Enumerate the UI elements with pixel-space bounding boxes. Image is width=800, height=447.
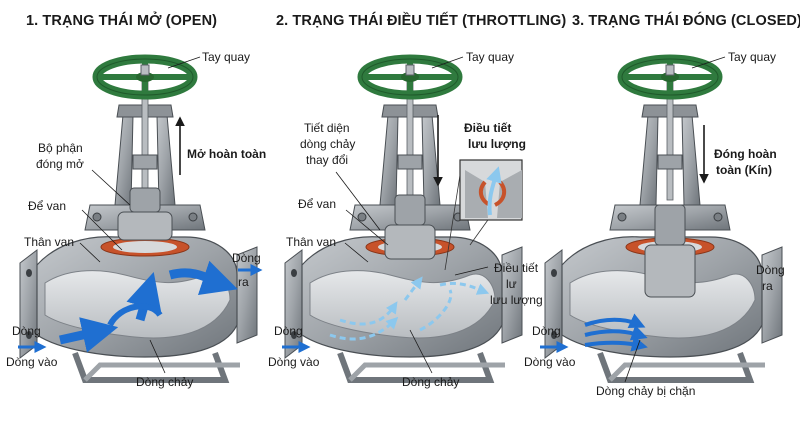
panel-2-title: 2. TRẠNG THÁI ĐIỀU TIẾT (THROTTLING) [276, 12, 566, 29]
label-handwheel-3: Tay quay [728, 50, 776, 64]
label-seat-1: Để van [28, 199, 66, 213]
label-throttle-line2: lư [506, 277, 517, 291]
label-body-2: Thân van [286, 235, 336, 249]
label-body-1: Thân van [24, 235, 74, 249]
label-closing-part-line2: đóng mở [36, 157, 84, 171]
label-inlet-1-short: Dòng [12, 324, 41, 338]
label-closing-part-line1: Bộ phận [38, 141, 83, 155]
label-throttle-line1: Điều tiết [494, 261, 539, 275]
label-open-action: Mở hoàn toàn [187, 147, 266, 161]
label-zoom-line2: lưu lượng [468, 137, 526, 151]
label-flow-3: Dòng chảy bị chặn [596, 384, 695, 398]
label-inlet-2: Dòng vào [268, 355, 320, 369]
label-handwheel-1: Tay quay [202, 50, 250, 64]
valve-throttling [285, 59, 522, 380]
label-inlet-3-short: Dòng [532, 324, 561, 338]
panel-3-title: 3. TRẠNG THÁI ĐÓNG (CLOSED) [572, 11, 800, 29]
label-section-line1: Tiết diện [304, 121, 350, 135]
label-section-line3: thay đổi [306, 153, 348, 167]
label-outlet-3-line2: ra [762, 279, 773, 293]
label-close-action-line2: toàn (Kín) [716, 163, 772, 177]
label-outlet-1-line2: ra [238, 275, 249, 289]
label-section-line2: dòng chảy [300, 137, 355, 151]
label-zoom-line1: Điều tiết [464, 121, 511, 135]
valve-closed [545, 59, 782, 380]
label-inlet-3: Dòng vào [524, 355, 576, 369]
label-throttle-line3: lưu lượng [490, 293, 543, 307]
label-seat-2: Để van [298, 197, 336, 211]
label-inlet-2-short: Dòng [274, 324, 303, 338]
label-outlet-3-line1: Dòng [756, 263, 785, 277]
panel-1-title: 1. TRẠNG THÁI MỞ (OPEN) [26, 11, 217, 29]
label-handwheel-2: Tay quay [466, 50, 514, 64]
label-flow-2: Dòng chảy [402, 375, 459, 389]
zoom-inset [444, 159, 523, 271]
label-flow-1: Dòng chảy [136, 375, 193, 389]
label-close-action-line1: Đóng hoàn [714, 147, 777, 161]
label-outlet-1-line1: Dòng [232, 251, 261, 265]
valve-open [20, 59, 257, 380]
label-inlet-1: Dòng vào [6, 355, 58, 369]
